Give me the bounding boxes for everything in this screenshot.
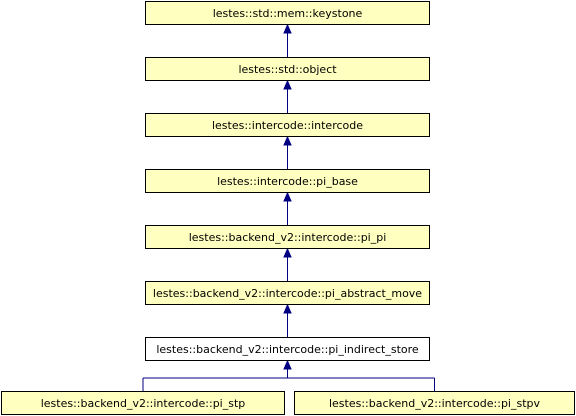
arrowhead [283, 191, 292, 202]
class-node-label: lestes::backend_v2::intercode::pi_abstra… [152, 286, 423, 300]
class-node-keystone[interactable]: lestes::std::mem::keystone [145, 1, 430, 25]
class-node-label: lestes::std::mem::keystone [212, 6, 363, 20]
class-node-label: lestes::backend_v2::intercode::pi_pi [188, 230, 387, 244]
class-node-pi-stpv[interactable]: lestes::backend_v2::intercode::pi_stpv [294, 391, 575, 415]
arrowhead [283, 79, 292, 90]
class-node-label: lestes::std::object [238, 62, 337, 76]
class-node-label: lestes::backend_v2::intercode::pi_stp [40, 396, 246, 410]
class-node-pi-abstract-move[interactable]: lestes::backend_v2::intercode::pi_abstra… [145, 281, 430, 305]
class-node-pi-indirect-store: lestes::backend_v2::intercode::pi_indire… [145, 337, 430, 361]
class-node-pi-stp[interactable]: lestes::backend_v2::intercode::pi_stp [1, 391, 285, 415]
arrowhead [283, 23, 292, 34]
class-node-label: lestes::backend_v2::intercode::pi_stpv [328, 396, 541, 410]
class-node-label: lestes::intercode::intercode [211, 118, 364, 132]
arrowhead [283, 359, 292, 370]
class-node-pi-pi[interactable]: lestes::backend_v2::intercode::pi_pi [145, 225, 430, 249]
class-node-pi-base[interactable]: lestes::intercode::pi_base [145, 169, 430, 193]
class-node-label: lestes::intercode::pi_base [217, 174, 358, 188]
class-node-intercode[interactable]: lestes::intercode::intercode [145, 113, 430, 137]
arrowhead [283, 135, 292, 146]
arrowhead [283, 303, 292, 314]
arrowhead [283, 247, 292, 258]
class-node-object[interactable]: lestes::std::object [145, 57, 430, 81]
class-node-label: lestes::backend_v2::intercode::pi_indire… [156, 342, 419, 356]
